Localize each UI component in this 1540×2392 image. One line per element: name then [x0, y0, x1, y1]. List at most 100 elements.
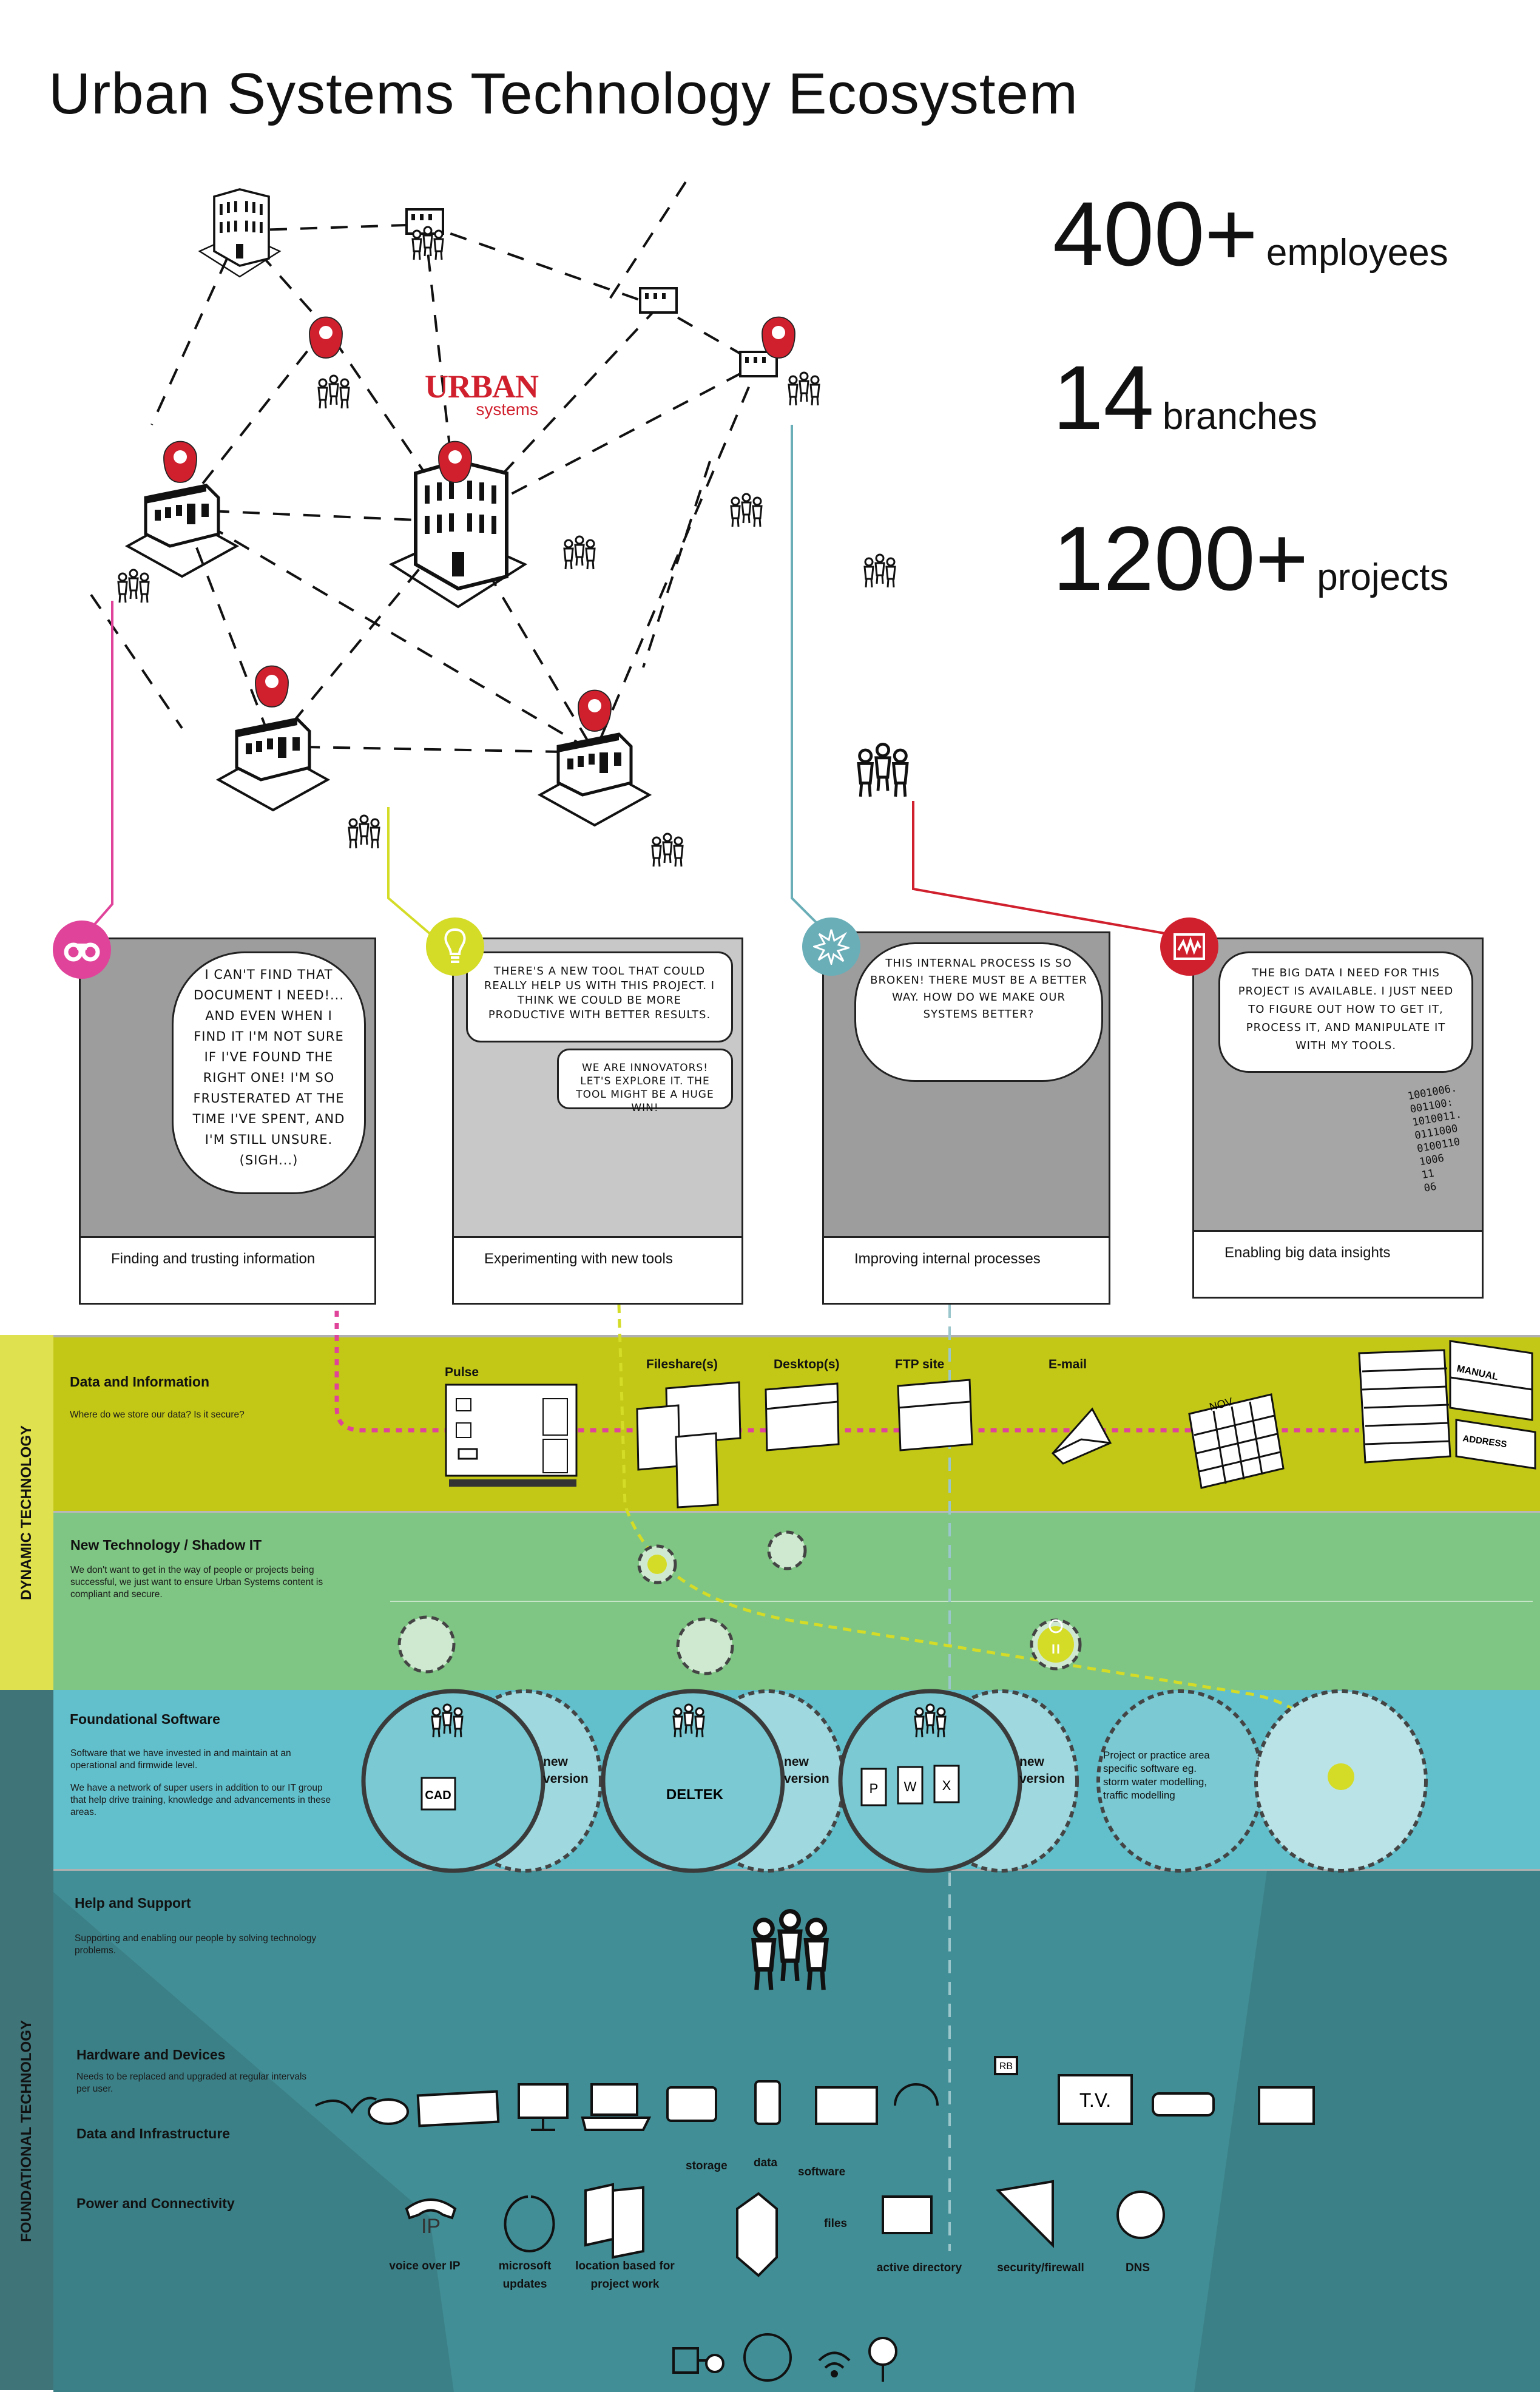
tv-label: T.V.: [1079, 2089, 1111, 2111]
speech-bubble: We are innovators! Let's explore it. The…: [557, 1049, 733, 1114]
projector-icon: [1152, 2092, 1215, 2117]
office-building: [391, 461, 525, 607]
comic-caption: Enabling big data insights: [1194, 1230, 1482, 1297]
remote-label: RB: [999, 2061, 1013, 2072]
office-building: [540, 734, 649, 825]
location-pin-icon: [762, 316, 795, 359]
tablet-icon: [666, 2086, 717, 2122]
band-description: Needs to be replaced and upgraded at reg…: [76, 2072, 307, 2094]
powerpoint-letter: P: [870, 1781, 879, 1796]
desktop-folder-icon: [765, 1382, 840, 1451]
comic-panel-internal-processes: This internal process is so broken! Ther…: [822, 931, 1110, 1305]
thought-bubble: I can't find that document I need!... An…: [172, 951, 366, 1194]
item-label-fileshare: Fileshare(s): [646, 1357, 718, 1371]
server-tag-data: data: [754, 2157, 778, 2169]
comic-panel-big-data: The big data I need for this project is …: [1192, 938, 1484, 1299]
specific-software-note: Project or practice area specific softwa…: [1103, 1749, 1210, 1801]
stat-label: branches: [1162, 396, 1317, 438]
band-title: Data and Infrastructure: [76, 2126, 231, 2141]
pink-dotted-path: [334, 1311, 1359, 1433]
foundational-technology-label: FOUNDATIONAL TECHNOLOGY: [0, 1690, 53, 2390]
band-description: We don't want to get in the way of peopl…: [70, 1565, 323, 1600]
active-directory-icon: [882, 2195, 933, 2234]
monitor-icon: [518, 2083, 569, 2119]
ip-text: IP: [421, 2215, 441, 2238]
logo-text: URBAN: [425, 368, 539, 405]
stat-label: projects: [1317, 556, 1449, 598]
band-description: Supporting and enabling our people by so…: [75, 1933, 317, 1956]
yellow-dashed-path: [617, 1305, 1337, 1785]
band-title: Power and Connectivity: [76, 2195, 235, 2211]
office-building: [218, 719, 328, 810]
item-label-desktop: Desktop(s): [774, 1357, 840, 1371]
comic-caption: Improving internal processes: [824, 1236, 1109, 1303]
item-label-email: E-mail: [1049, 1357, 1087, 1371]
location-pin-icon: [578, 689, 612, 732]
desk-phone-icon: [815, 2086, 878, 2125]
cable-icon: [315, 2096, 377, 2114]
paper-stack-binders-icon: [1358, 1340, 1536, 1470]
stat-employees: 400+employees: [1053, 188, 1448, 279]
infra-label-ms-updates: microsoft updates: [498, 2260, 552, 2291]
server-tag-storage: storage: [686, 2160, 728, 2172]
band-title: Hardware and Devices: [76, 2047, 226, 2063]
excel-letter: X: [942, 1778, 951, 1793]
pulse-intranet-icon: [445, 1384, 578, 1487]
thought-bubble: This internal process is so broken! Ther…: [854, 942, 1103, 1082]
band-title: Foundational Software: [70, 1711, 220, 1727]
calendar-icon: [1188, 1393, 1285, 1489]
deltek-software-circle: [601, 1689, 785, 1873]
lightbulb-icon: [647, 1555, 667, 1574]
bands-illustrations: NOV MANUAL ADDRESS CAD DELTEK P W X: [315, 1305, 1536, 2382]
infra-label-location-based: location based for project work: [575, 2260, 675, 2291]
dns-globe-icon: [1116, 2191, 1165, 2239]
band-foundational-technology: Help and Support Supporting and enabling…: [53, 1869, 1540, 2392]
location-pin-icon: [163, 441, 197, 483]
office-software-circle: [838, 1689, 1022, 1873]
server-icon: [736, 2192, 778, 2277]
office-building: [639, 287, 678, 314]
comic-panel-finding-information: I can't find that document I need!... An…: [79, 938, 376, 1305]
band-description: Where do we store our data? Is it secure…: [70, 1410, 245, 1420]
remote-icon: [994, 2056, 1018, 2075]
infra-label-security-firewall: security/firewall: [997, 2262, 1084, 2274]
page-title: Urban Systems Technology Ecosystem: [49, 61, 1078, 126]
stat-label: employees: [1266, 232, 1448, 274]
location-files-icon: [584, 2183, 644, 2259]
idea-placeholder-circle: [676, 1617, 734, 1675]
word-letter: W: [904, 1779, 917, 1794]
infra-label-active-directory: active directory: [876, 2262, 962, 2274]
stat-value: 400+: [1053, 183, 1258, 285]
fileshare-icon: [636, 1381, 741, 1509]
urban-systems-logo: URBAN systems: [425, 368, 539, 418]
location-pin-icon: [255, 665, 289, 708]
deltek-logo-text: DELTEK: [666, 1786, 724, 1803]
location-pin-icon: [309, 316, 343, 359]
new-version-label: new version: [1019, 1755, 1065, 1786]
office-network-map: [90, 181, 1172, 936]
speech-bubble: There's a new tool that could really hel…: [466, 951, 733, 1042]
divider: [390, 1601, 1533, 1602]
band-title: New Technology / Shadow IT: [70, 1537, 262, 1553]
comic-panel-new-tools: There's a new tool that could really hel…: [452, 938, 743, 1305]
idea-placeholder-circle: [767, 1530, 807, 1570]
office-apps-icon: [860, 1765, 960, 1806]
server-tag-software: software: [798, 2166, 846, 2178]
new-version-label: new version: [543, 1755, 589, 1786]
location-pin-icon: [438, 441, 472, 483]
lightbulb-icon: [1328, 1763, 1354, 1790]
email-envelope-icon: [1051, 1407, 1112, 1465]
speech-bubble: The big data I need for this project is …: [1218, 951, 1473, 1073]
support-team-icon: [754, 1911, 826, 1990]
smartphone-icon: [754, 2080, 781, 2125]
stat-value: 1200+: [1053, 507, 1309, 609]
cad-icon: [420, 1777, 456, 1811]
ftp-site-icon: [897, 1379, 973, 1451]
band-title: Data and Information: [70, 1374, 210, 1390]
burst-icon: [802, 917, 860, 976]
item-label-pulse: Pulse: [445, 1365, 479, 1379]
dynamic-technology-label: DYNAMIC TECHNOLOGY: [0, 1335, 53, 1690]
printer-icon: [1258, 2086, 1315, 2125]
connector-line-teal: [791, 425, 820, 927]
